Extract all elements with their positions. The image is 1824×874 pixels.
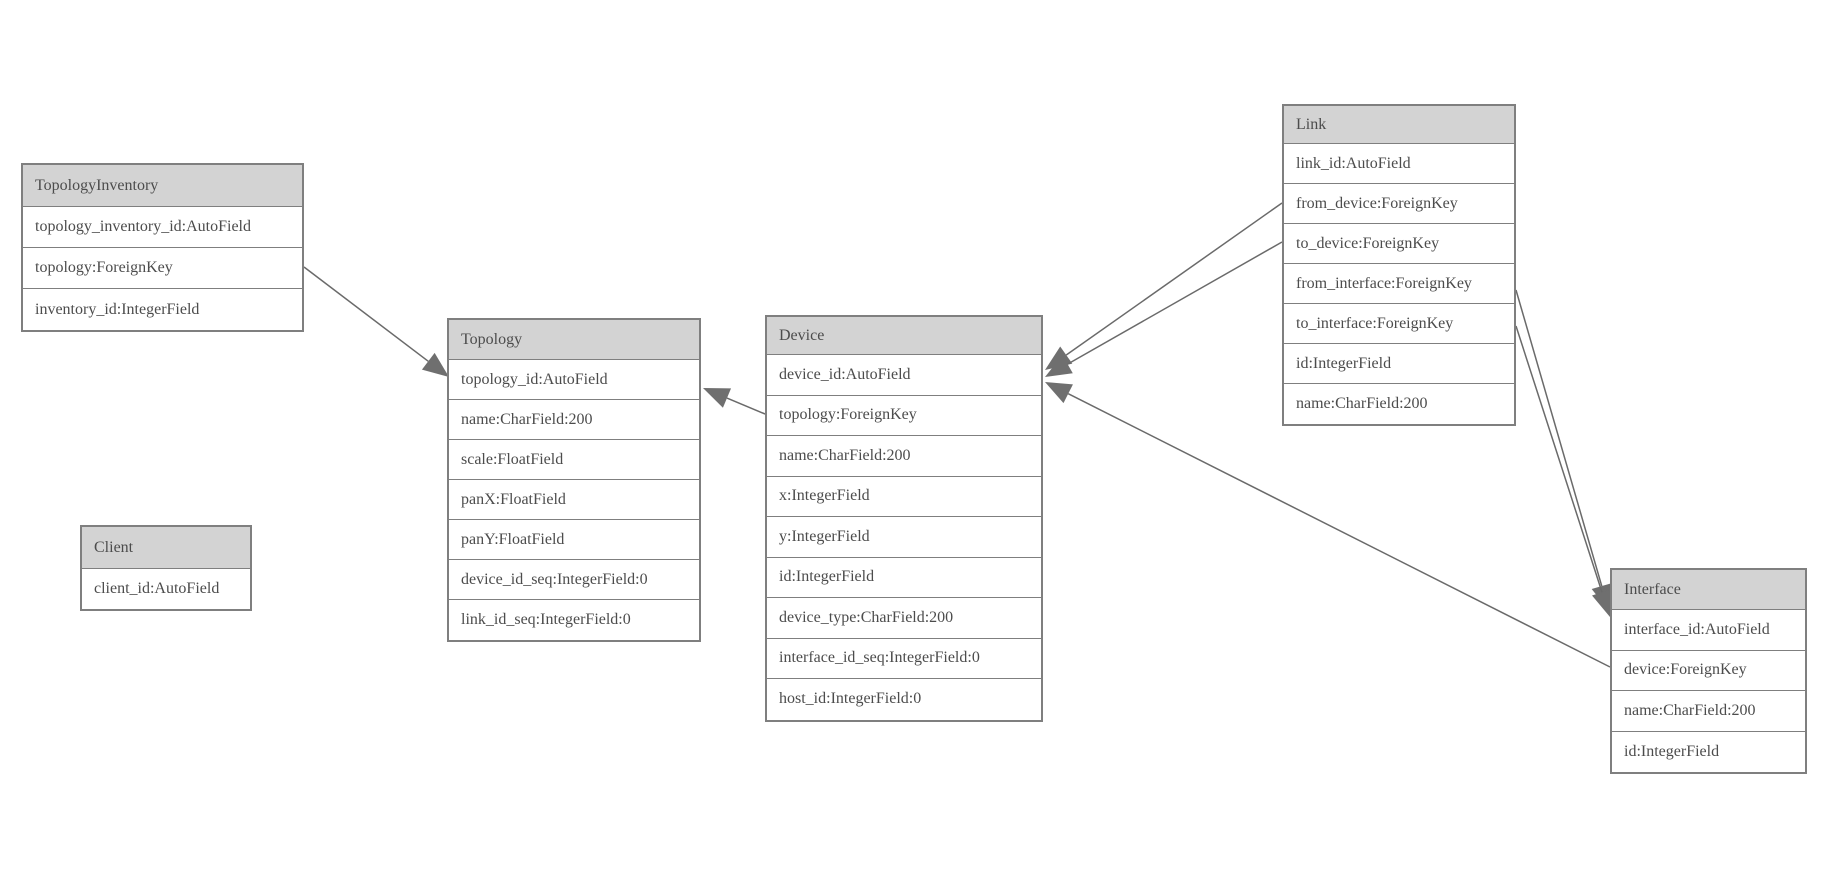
entity-field-link-0: link_id:AutoField [1284, 144, 1514, 184]
entity-field-topology-inventory-1: topology:ForeignKey [23, 248, 302, 289]
edge-link-to-device-to-device [1045, 241, 1283, 377]
edge-line-interface-device-to-device [1067, 393, 1611, 668]
entity-field-device-3: x:IntegerField [767, 477, 1041, 517]
entity-field-link-1: from_device:ForeignKey [1284, 184, 1514, 224]
entity-client[interactable]: Client client_id:AutoField [80, 525, 252, 611]
entity-field-device-6: device_type:CharField:200 [767, 598, 1041, 639]
entity-field-link-6: name:CharField:200 [1296, 395, 1428, 412]
entity-field-topology-2: scale:FloatField [449, 440, 699, 480]
entity-title-client: Client [82, 527, 250, 569]
entity-field-topology-4: panY:FloatField [449, 520, 699, 560]
edge-device-topology-to-topology [703, 388, 766, 415]
edge-link-to-interface-to-interface [1515, 325, 1612, 617]
entity-field-topology-0: topology_id:AutoField [449, 360, 699, 400]
entity-field-topology-5: device_id_seq:IntegerField:0 [449, 560, 699, 600]
entity-field-device-4: y:IntegerField [767, 517, 1041, 558]
entity-field-interface-3: id:IntegerField [1624, 742, 1720, 760]
entity-field-link-3: from_interface:ForeignKey [1284, 264, 1514, 304]
arrowhead-icon [421, 352, 449, 377]
entity-title-topology-inventory: TopologyInventory [23, 165, 302, 207]
edge-line-device-topology-to-topology [726, 397, 766, 415]
entity-field-topology-inventory-2: inventory_id:IntegerField [35, 300, 200, 318]
entity-field-device-1: topology:ForeignKey [767, 396, 1041, 436]
entity-field-topology-6: link_id_seq:IntegerField:0 [461, 611, 631, 628]
entity-title-device: Device [767, 317, 1041, 355]
edge-interface-device-to-device [1045, 382, 1611, 668]
entity-field-link-5: id:IntegerField [1284, 344, 1514, 384]
edge-line-link-from-device-to-device [1065, 202, 1283, 356]
entity-field-topology-3: panX:FloatField [449, 480, 699, 520]
entity-field-device-2: name:CharField:200 [767, 436, 1041, 477]
entity-field-device-8: host_id:IntegerField:0 [779, 690, 922, 708]
entity-field-interface-1: device:ForeignKey [1612, 651, 1805, 691]
entity-field-link-4: to_interface:ForeignKey [1284, 304, 1514, 344]
entity-field-interface-0: interface_id:AutoField [1612, 610, 1805, 651]
edge-line-link-from-interface-to-interface [1515, 289, 1603, 587]
entity-field-link-2: to_device:ForeignKey [1284, 224, 1514, 264]
entity-field-device-0: device_id:AutoField [767, 355, 1041, 396]
entity-field-device-5: id:IntegerField [767, 558, 1041, 598]
edge-link-from-interface-to-interface [1515, 289, 1612, 611]
arrowhead-icon [1045, 355, 1073, 377]
entity-field-topology-1: name:CharField:200 [449, 400, 699, 440]
entity-field-interface-2: name:CharField:200 [1612, 691, 1805, 732]
entity-field-topology-inventory-0: topology_inventory_id:AutoField [23, 207, 302, 248]
edge-line-topologyinventory-topology-to-topology [303, 266, 429, 362]
entity-title-interface: Interface [1612, 570, 1805, 610]
edge-link-from-device-to-device [1045, 202, 1283, 370]
edge-topologyinventory-topology-to-topology [303, 266, 449, 377]
entity-title-topology: Topology [449, 320, 699, 360]
edge-line-link-to-device-to-device [1067, 241, 1283, 365]
entity-field-client-0: client_id:AutoField [94, 580, 220, 597]
arrowhead-icon [1045, 382, 1073, 404]
arrowhead-icon [703, 388, 732, 408]
entity-field-device-7: interface_id_seq:IntegerField:0 [767, 639, 1041, 679]
entity-title-link: Link [1284, 106, 1514, 144]
arrowhead-icon [1592, 589, 1612, 617]
edge-line-link-to-interface-to-interface [1515, 325, 1603, 593]
